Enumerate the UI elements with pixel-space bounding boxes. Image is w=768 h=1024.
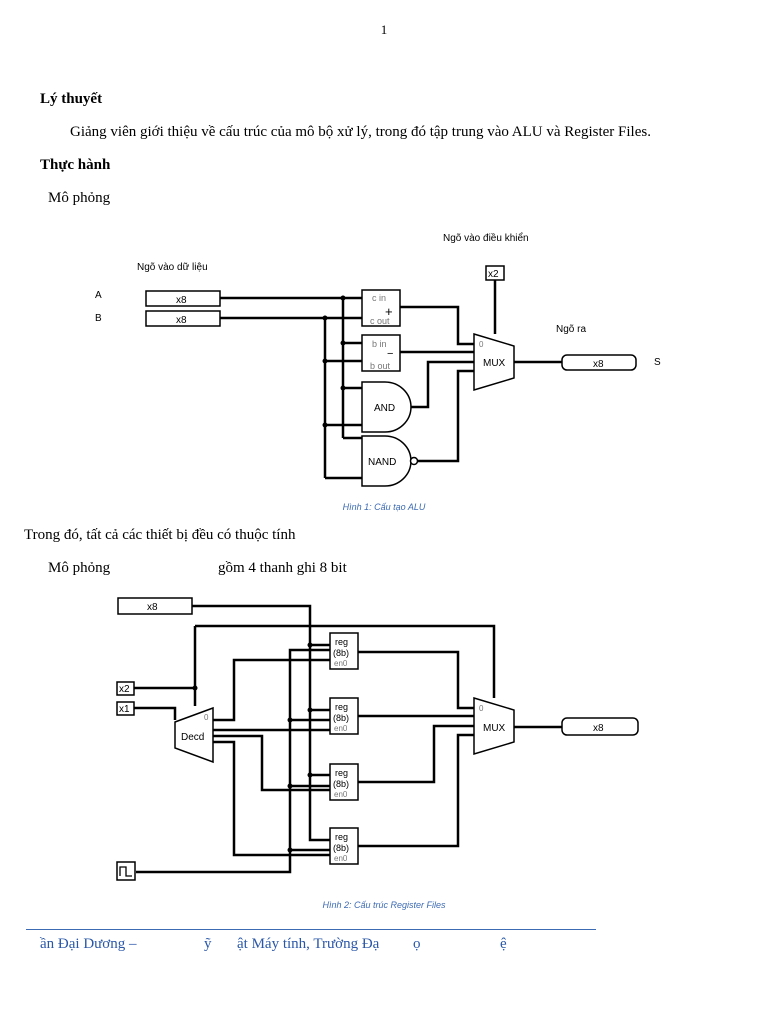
register-0: reg (8b) en0: [329, 632, 359, 670]
pin-select-1-width: x1: [119, 704, 130, 715]
attr-text: Trong đó, tất cả các thiết bị đều có thu…: [24, 527, 296, 543]
pin-a-width: x8: [176, 295, 187, 306]
nand-label: NAND: [368, 457, 396, 468]
footer-part5: ệ: [500, 936, 507, 952]
adder-block: [361, 289, 401, 327]
sim1-text: Mô phỏng: [48, 190, 111, 206]
adder-cout: c out: [370, 316, 390, 326]
pin-data-in: [117, 597, 193, 615]
decoder-label: Decd: [181, 732, 204, 743]
decoder-zero: 0: [204, 713, 209, 722]
footer-part1: ần Đại Dương –: [40, 936, 137, 952]
decoder: [174, 706, 214, 764]
sub-bin: b in: [372, 339, 387, 349]
svg-text:reg: reg: [335, 637, 348, 647]
alu-wires: [220, 280, 562, 480]
input-b-label: B: [95, 313, 102, 324]
pin-select-2: [116, 681, 135, 696]
svg-text:en0: en0: [334, 790, 348, 799]
label-control-input: Ngõ vào điều khiển: [443, 232, 529, 244]
register-1: reg (8b) en0: [329, 697, 359, 735]
label-data-input: Ngõ vào dữ liệu: [137, 262, 208, 273]
sim2-left: Mô phỏng: [48, 560, 111, 576]
pin-select-2-width: x2: [119, 684, 130, 695]
heading-practice: Thực hành: [40, 157, 111, 173]
pin-data-in-width: x8: [147, 602, 158, 613]
heading-theory: Lý thuyết: [40, 91, 103, 107]
page-number: 1: [380, 22, 388, 37]
regfile-mux-zero: 0: [479, 704, 484, 713]
sub-bout: b out: [370, 361, 391, 371]
output-s-label: S: [654, 357, 661, 368]
clock-pin: [116, 861, 136, 881]
pin-regfile-out: [561, 717, 639, 736]
figure2-caption: Hình 2: Cấu trúc Register Files: [322, 900, 446, 910]
register-3: reg (8b) en0: [329, 827, 359, 865]
and-gate: [361, 381, 412, 433]
footer-part2: ỹ: [204, 936, 212, 952]
label-output: Ngõ ra: [556, 324, 586, 335]
svg-text:reg: reg: [335, 832, 348, 842]
figure-alu-diagram: Ngõ vào điều khiển Ngõ vào dữ liệu Ngõ r…: [95, 232, 661, 487]
nand-bubble: [409, 456, 419, 466]
svg-text:reg: reg: [335, 702, 348, 712]
adder-cin: c in: [372, 293, 386, 303]
svg-text:en0: en0: [334, 659, 348, 668]
regfile-mux: [473, 696, 515, 756]
sim2-right: gồm 4 thanh ghi 8 bit: [218, 560, 347, 576]
pin-select-1: [116, 701, 135, 716]
footer-part4: ọ: [413, 936, 421, 952]
adder-symbol: +: [385, 304, 393, 319]
svg-text:en0: en0: [334, 854, 348, 863]
regfile-wires: [134, 604, 562, 874]
and-label: AND: [374, 403, 395, 414]
footer-part3: ật Máy tính, Trường Đạ: [237, 936, 380, 952]
pin-b-width: x8: [176, 315, 187, 326]
alu-mux-zero: 0: [479, 340, 484, 349]
svg-text:(8b): (8b): [333, 779, 349, 789]
sub-symbol: −: [387, 348, 393, 360]
register-2: reg (8b) en0: [329, 763, 359, 801]
clock-icon: [119, 866, 132, 877]
svg-text:(8b): (8b): [333, 648, 349, 658]
svg-text:reg: reg: [335, 768, 348, 778]
footer-divider: [26, 929, 596, 930]
input-a-label: A: [95, 290, 102, 301]
theory-text: Giảng viên giới thiệu về cấu trúc của mô…: [70, 124, 651, 140]
alu-mux-label: MUX: [483, 358, 506, 369]
svg-text:(8b): (8b): [333, 713, 349, 723]
regfile-mux-label: MUX: [483, 723, 506, 734]
svg-text:en0: en0: [334, 724, 348, 733]
pin-regfile-out-width: x8: [593, 723, 604, 734]
pin-control-width: x2: [488, 269, 499, 280]
svg-text:(8b): (8b): [333, 843, 349, 853]
pin-output: [561, 354, 637, 371]
pin-output-width: x8: [593, 359, 604, 370]
figure1-caption: Hình 1: Cấu tạo ALU: [342, 502, 426, 512]
alu-mux: [473, 332, 515, 392]
subtractor-block: [361, 334, 401, 372]
